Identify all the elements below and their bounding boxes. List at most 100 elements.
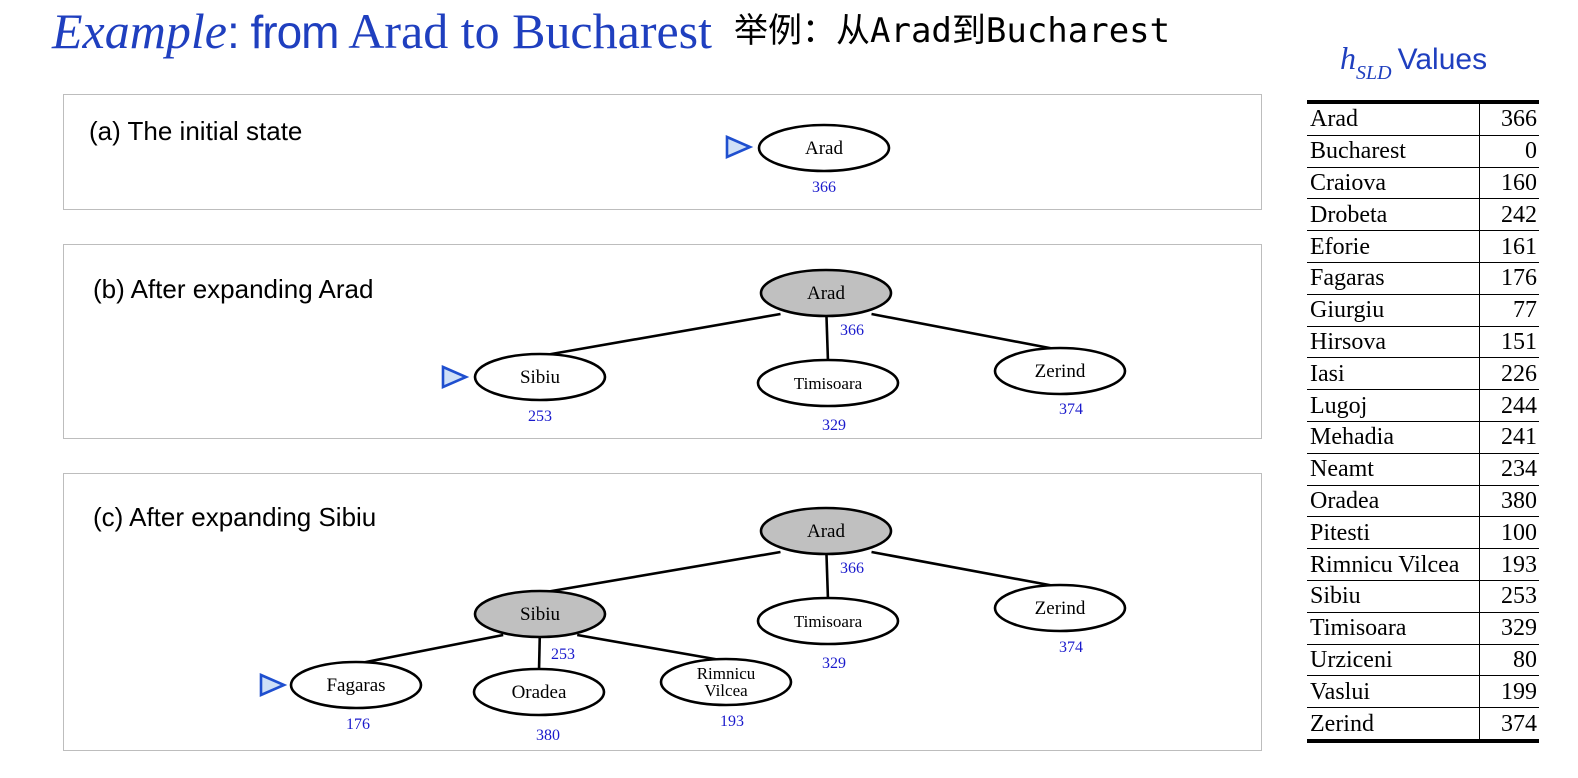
- hsld-city: Giurgiu: [1307, 294, 1480, 327]
- hsld-city: Neamt: [1307, 453, 1480, 486]
- hsld-city: Eforie: [1307, 230, 1480, 263]
- tree-node-hvalue: 193: [720, 713, 744, 730]
- hsld-city: Arad: [1307, 102, 1480, 136]
- hsld-city: Sibiu: [1307, 580, 1480, 613]
- tree-edge: [825, 551, 830, 601]
- hsld-value: 253: [1479, 580, 1539, 613]
- page-title: Example: from Arad to Bucharest 举例：从Arad到…: [52, 2, 1170, 60]
- hsld-city: Craiova: [1307, 167, 1480, 200]
- tree-node-oradea: [472, 667, 606, 717]
- tree-node-arad: [757, 123, 891, 173]
- tree-node-sibiu: [473, 589, 607, 639]
- tree-node-arad: [759, 506, 893, 556]
- tree-node-hvalue: 380: [536, 727, 560, 744]
- title-chinese: 举例：从Arad到Bucharest: [734, 11, 1171, 51]
- panel-b-label: (b) After expanding Arad: [93, 274, 374, 304]
- tree-node-label: Sibiu: [520, 367, 561, 388]
- hsld-value: 242: [1479, 198, 1539, 232]
- tree-node-label: Sibiu: [520, 604, 561, 625]
- hsld-value: 176: [1479, 262, 1539, 295]
- hsld-value: 380: [1479, 485, 1539, 518]
- tree-edge: [871, 312, 1061, 352]
- hsld-value: 161: [1479, 230, 1539, 263]
- tree-edge: [871, 550, 1061, 589]
- panel-c-label: (c) After expanding Sibiu: [93, 502, 377, 532]
- tree-node-label: Arad: [805, 138, 843, 159]
- hsld-city: Timisoara: [1307, 612, 1480, 645]
- tree-node-hvalue: 329: [822, 655, 846, 672]
- hsld-value: 244: [1479, 389, 1539, 422]
- panel-a-label: (a) The initial state: [89, 116, 303, 146]
- tree-edge: [355, 633, 504, 666]
- tree-node-label: Oradea: [512, 682, 567, 703]
- tree-node-label: Zerind: [1035, 598, 1086, 619]
- title-serif: Arad to Bucharest: [338, 3, 713, 59]
- tree-edge: [825, 313, 830, 363]
- current-node-marker-icon: [259, 673, 288, 697]
- hsld-value: 366: [1479, 102, 1539, 136]
- tree-node-hvalue: 366: [840, 322, 864, 339]
- hsld-city: Hirsova: [1307, 326, 1480, 359]
- tree-edge: [539, 312, 781, 358]
- hsld-value: 226: [1479, 357, 1539, 391]
- tree-node-label: Fagaras: [326, 675, 385, 696]
- tree-node-label: Rimnicu: [697, 664, 756, 683]
- tree-node-hvalue: 374: [1059, 639, 1083, 656]
- tree-edge: [537, 634, 542, 672]
- tree-node-sibiu: [473, 352, 607, 402]
- tree-node-hvalue: 374: [1059, 401, 1083, 418]
- tree-node-label: Vilcea: [704, 681, 748, 700]
- tree-node-timisoara: [756, 596, 900, 646]
- tree-node-label: Zerind: [1035, 361, 1086, 382]
- tree-node-hvalue: 329: [822, 417, 846, 434]
- tree-node-timisoara: [756, 358, 900, 408]
- hsld-city: Mehadia: [1307, 421, 1480, 454]
- tree-node-zerind: [993, 346, 1127, 396]
- hsld-city: Zerind: [1310, 710, 1374, 737]
- tree-node-hvalue: 253: [551, 646, 575, 663]
- hsld-label: Values: [1397, 43, 1488, 76]
- title-italic: Example: [52, 3, 227, 59]
- hsld-value: 241: [1479, 421, 1539, 454]
- hsld-h: h: [1340, 40, 1356, 76]
- tree-node-hvalue: 176: [346, 716, 370, 733]
- hsld-city: Urziceni: [1307, 644, 1480, 677]
- tree-node-label: Arad: [807, 283, 845, 304]
- hsld-city: Fagaras: [1307, 262, 1480, 295]
- hsld-value: 0: [1479, 135, 1539, 168]
- hsld-value: 234: [1479, 453, 1539, 486]
- hsld-value: 160: [1479, 167, 1539, 200]
- hsld-sub: SLD: [1356, 62, 1392, 84]
- tree-node-arad: [759, 268, 893, 318]
- hsld-city: Vaslui: [1307, 675, 1480, 709]
- hsld-city: Lugoj: [1307, 389, 1480, 422]
- title-mid: : from: [226, 6, 340, 58]
- tree-node-rimnicu: [659, 657, 793, 707]
- tree-node-zerind: [993, 583, 1127, 633]
- tree-node-hvalue: 366: [840, 560, 864, 577]
- current-node-marker-icon: [441, 365, 470, 389]
- hsld-city: Pitesti: [1307, 516, 1480, 550]
- panel-b: [63, 244, 1262, 439]
- tree-node-label: Timisoara: [794, 374, 863, 393]
- tree-node-hvalue: 366: [812, 179, 836, 196]
- hsld-value: 374: [1479, 707, 1539, 741]
